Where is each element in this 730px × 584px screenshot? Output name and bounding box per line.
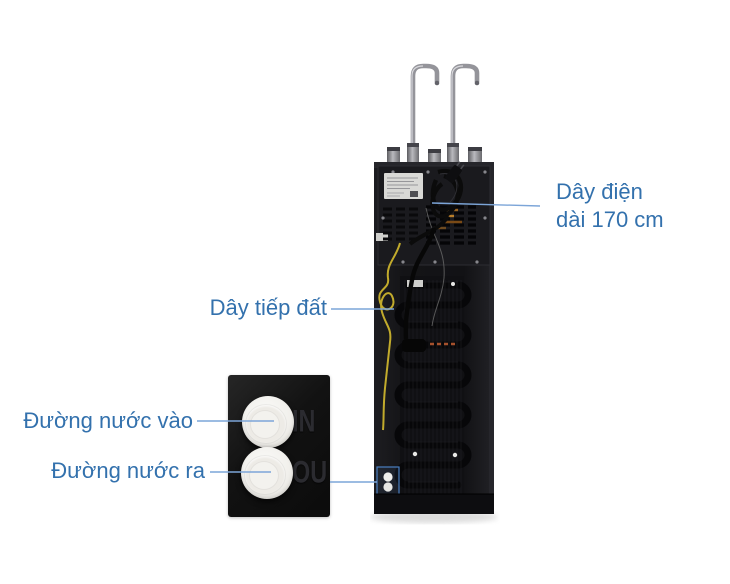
side-sticker — [376, 233, 388, 241]
black-cable — [403, 227, 437, 340]
upper-service-panel — [376, 161, 491, 266]
cabinet-top-edge — [374, 162, 494, 168]
spec-label — [384, 173, 423, 199]
annotation-water-inlet: Đường nước vào — [23, 408, 193, 433]
water-inlet-cap — [242, 396, 294, 448]
gooseneck-pipe-right — [450, 63, 480, 146]
coil-label — [407, 280, 423, 287]
coil-wire-grid — [404, 280, 462, 496]
port-in-label: IN — [292, 404, 316, 439]
annotation-power-cord-line2: dài 170 cm — [556, 207, 664, 232]
annotation-water-outlet: Đường nước ra — [51, 458, 205, 483]
water-ports-highlight — [376, 466, 400, 502]
ground-wire — [378, 242, 401, 431]
vent-grille-left — [383, 207, 420, 241]
copper-pipe — [402, 339, 465, 352]
water-purifier-back-view — [370, 63, 498, 523]
coil-screws — [412, 282, 458, 458]
top-fittings — [387, 143, 482, 163]
water-in-port — [383, 472, 393, 482]
gooseneck-pipe-left — [410, 63, 440, 146]
water-outlet-cap — [241, 447, 293, 499]
annotation-ground-wire: Dây tiếp đất — [209, 295, 327, 320]
cabinet-base — [374, 494, 494, 514]
zoom-inset-water-ports: IN OU — [228, 375, 330, 517]
water-out-port — [383, 482, 393, 492]
condenser-coil — [394, 276, 472, 500]
power-plug — [445, 161, 465, 183]
annotation-power-cord: Dây điện dài 170 cm — [556, 178, 664, 234]
annotation-power-cord-line1: Dây điện — [556, 179, 643, 204]
port-out-label: OU — [292, 455, 328, 490]
